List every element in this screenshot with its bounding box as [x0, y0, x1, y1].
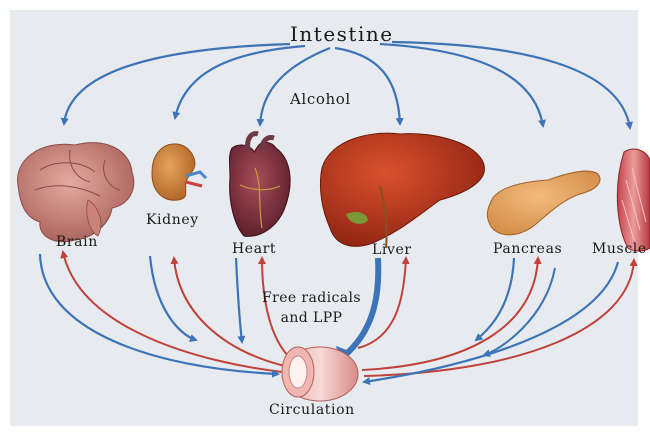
circulation-label: Circulation [269, 402, 355, 418]
heart-illustration [230, 134, 291, 237]
arrow-intestine-to-heart [260, 48, 330, 125]
intestine-label: Intestine [290, 22, 394, 46]
pancreas-illustration [487, 171, 600, 235]
arrow-intestine-to-kidney [175, 46, 305, 118]
alcohol-label: Alcohol [290, 90, 351, 108]
heart-label: Heart [232, 241, 276, 257]
note-line-2: and LPP [262, 308, 361, 328]
kidney-illustration [152, 144, 206, 200]
arrow-pancreas-to-circulation [476, 258, 514, 340]
arrow-intestine-to-liver [335, 48, 400, 124]
note-line-1: Free radicals [262, 288, 361, 308]
liver-illustration [320, 133, 484, 248]
brain-label: Brain [56, 234, 98, 250]
free-radicals-note: Free radicals and LPP [262, 288, 361, 328]
arrow-brain-to-circulation [40, 254, 278, 374]
muscle-label: Muscle [592, 241, 647, 257]
muscle-illustration [617, 149, 650, 251]
arrow-kidney-to-circulation [150, 256, 196, 340]
kidney-label: Kidney [146, 212, 199, 228]
arrow-muscle-to-circulation [364, 262, 618, 382]
arrow-intestine-to-muscle [392, 42, 630, 128]
circulation-vessel [282, 347, 358, 401]
brain-illustration [18, 143, 134, 242]
arrow-intestine-to-pancreas [380, 44, 543, 126]
arrow-heart-to-circulation [236, 258, 242, 342]
liver-label: Liver [372, 242, 412, 258]
pancreas-label: Pancreas [493, 241, 562, 257]
